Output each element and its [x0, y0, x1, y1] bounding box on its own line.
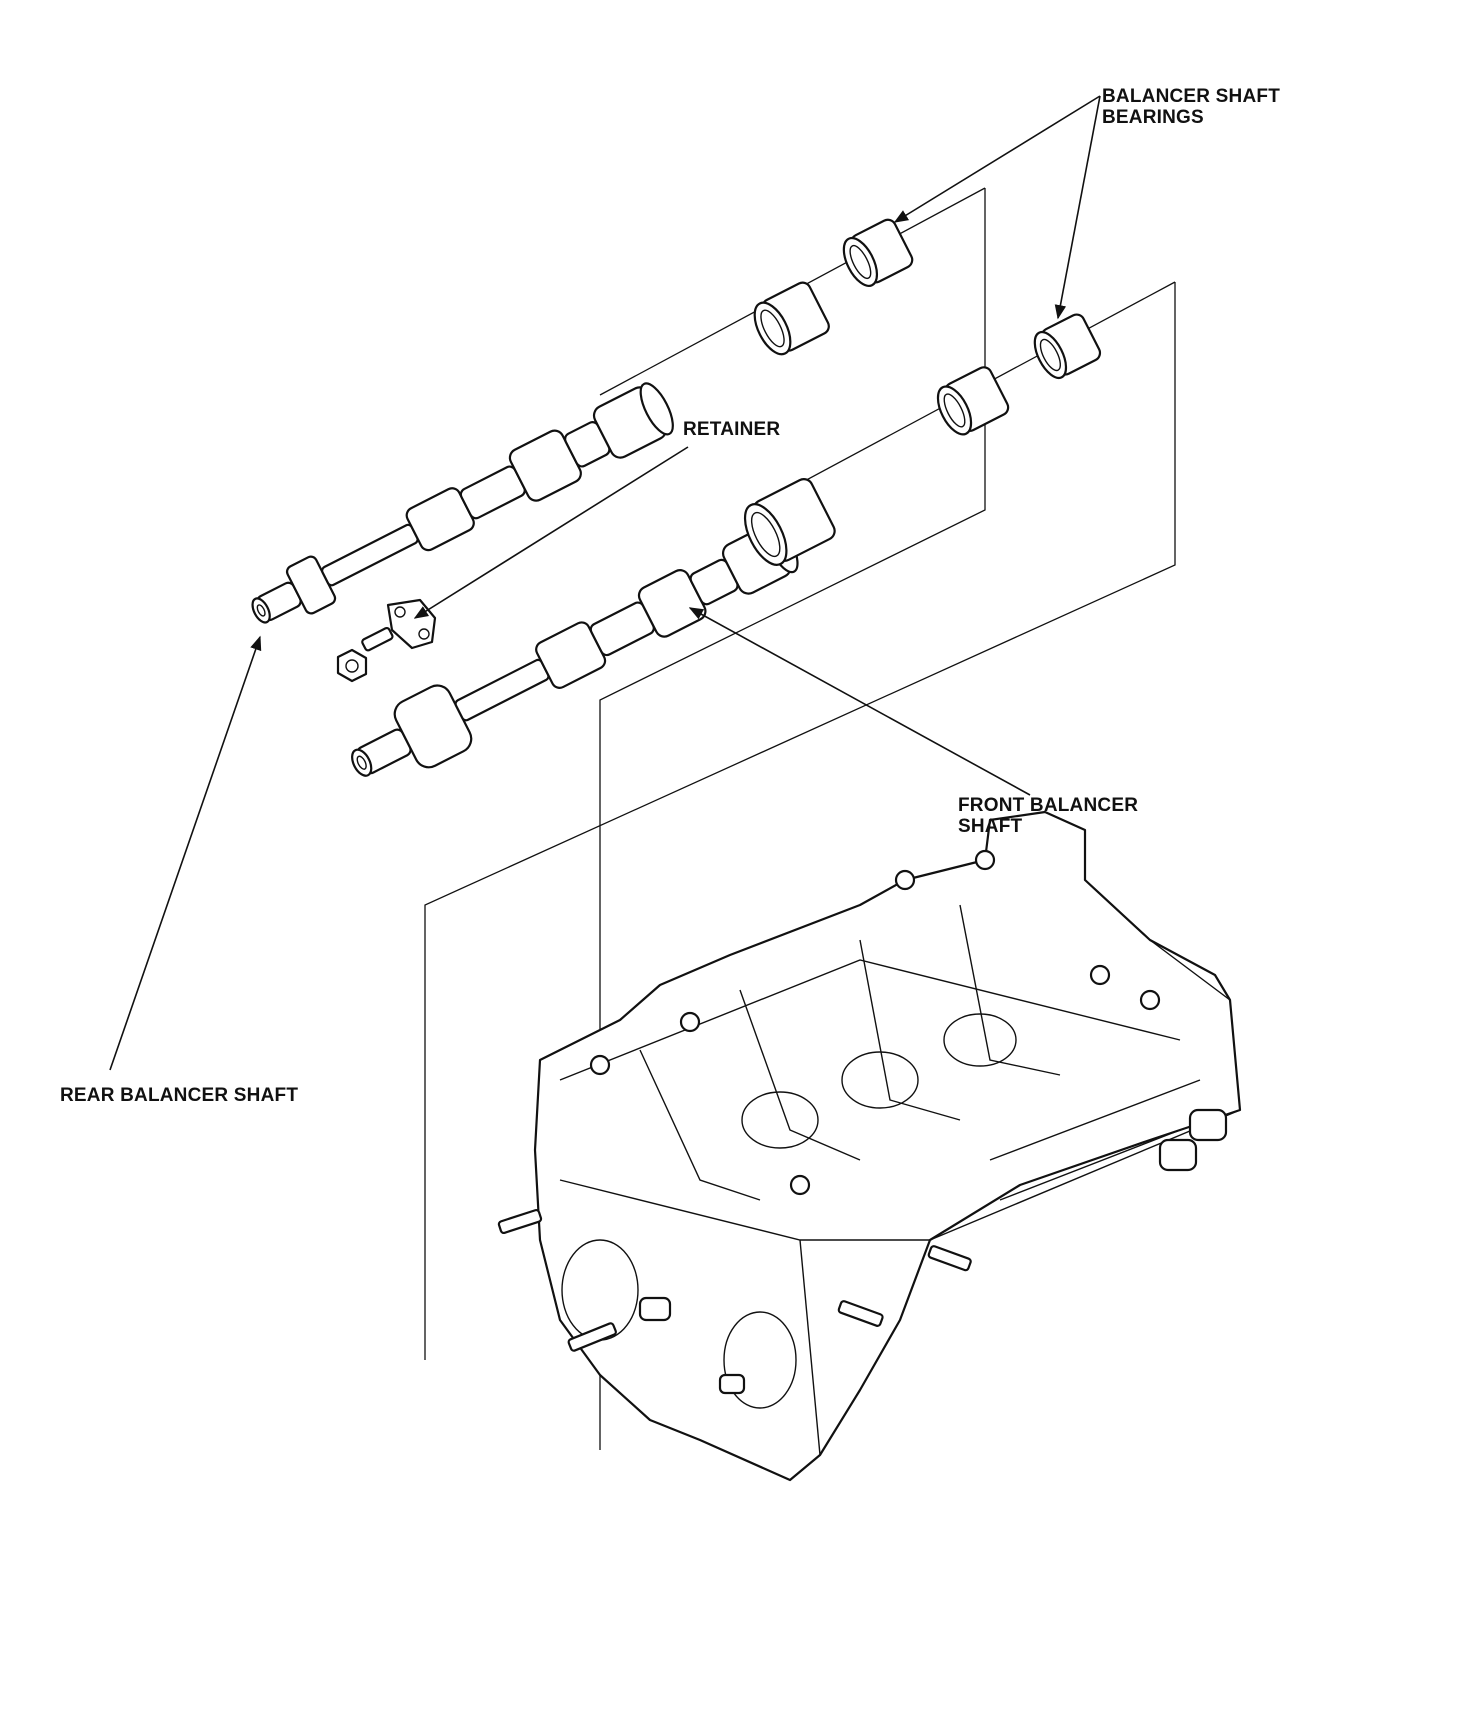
front-balancer-shaft: [351, 521, 799, 777]
bearing-front-3: [1033, 313, 1102, 380]
label-balancer-shaft-bearings: BALANCER SHAFT BEARINGS: [1102, 86, 1280, 128]
retainer-bolt: [336, 626, 394, 683]
engine-block: [497, 810, 1242, 1482]
label-bearings-line-2: BEARINGS: [1102, 107, 1204, 128]
leader-arrows: [109, 95, 1101, 1071]
bearing-rear-2: [842, 218, 914, 287]
label-front-balancer-shaft: FRONT BALANCER SHAFT: [958, 795, 1138, 837]
bearing-rear-1: [753, 281, 830, 356]
label-front-shaft-line-2: SHAFT: [958, 816, 1023, 837]
retainer: [386, 598, 437, 650]
label-bearings-line-1: BALANCER SHAFT: [1102, 86, 1281, 107]
rear-balancer-shaft: [251, 382, 674, 624]
label-retainer: RETAINER: [683, 419, 781, 440]
bearing-front-2: [936, 366, 1010, 436]
bearing-front-1: [743, 478, 836, 566]
label-front-shaft-line-1: FRONT BALANCER: [958, 795, 1139, 816]
label-rear-balancer-shaft: REAR BALANCER SHAFT: [60, 1085, 299, 1106]
